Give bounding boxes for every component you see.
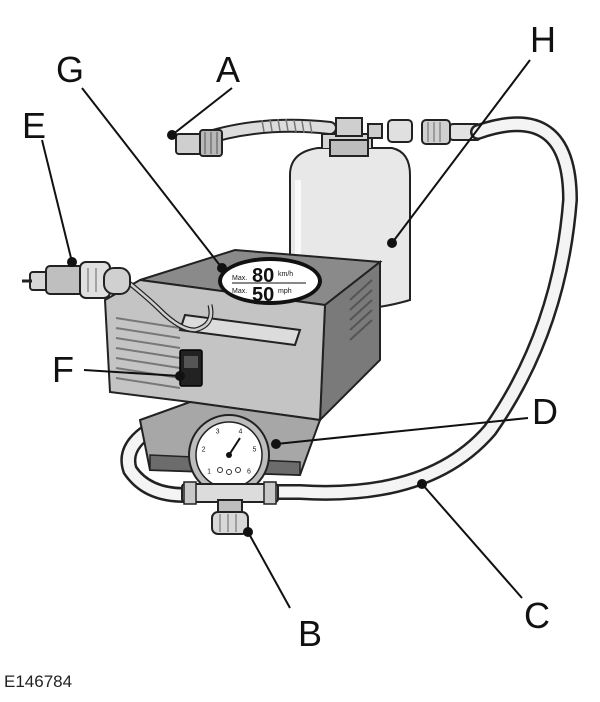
callout-labels: A B C D E F G H (22, 19, 558, 654)
callout-h: H (530, 19, 556, 60)
sticker-max-2: Max. (232, 288, 247, 295)
callout-b: B (298, 613, 322, 654)
leader-dot-d (271, 439, 281, 449)
sticker-unit-mph: mph (278, 288, 292, 295)
leader-b (247, 531, 291, 609)
leader-f (83, 369, 181, 377)
leader-dot-f (175, 371, 185, 381)
leader-h (391, 59, 531, 244)
valve-adapter-hose (175, 118, 481, 157)
speed-limit-sticker: Max. 80 km/h Max. 50 mph (218, 257, 322, 306)
leader-dot-a (167, 130, 177, 140)
leader-g (81, 87, 223, 269)
gauge-tick-label: 6 (247, 469, 251, 476)
sticker-unit-kmh: km/h (278, 271, 293, 278)
leader-a (171, 87, 233, 136)
on-off-switch (179, 349, 203, 387)
leader-e (41, 139, 73, 263)
gauge-tick-label: 3 (216, 429, 220, 436)
leader-dot-e (67, 257, 77, 267)
gauge-tick-label: 2 (202, 447, 206, 454)
pressure-release-valve (181, 481, 279, 535)
gauge-tick-label: 5 (252, 447, 256, 454)
pressure-gauge: 1 2 3 4 5 6 (188, 414, 270, 511)
callout-e: E (22, 105, 46, 146)
callout-g: G (56, 49, 84, 90)
leader-lines (41, 59, 531, 609)
callout-c: C (524, 595, 550, 636)
gauge-tick-label: 4 (238, 429, 242, 436)
leader-c (421, 483, 523, 599)
leader-dot-c (417, 479, 427, 489)
callout-a: A (216, 49, 240, 90)
leader-dot-g (217, 263, 227, 273)
figure-reference-code: E146784 (4, 672, 73, 691)
gauge-tick-label: 1 (207, 469, 211, 476)
power-plug (22, 261, 214, 333)
sticker-max-1: Max. (232, 275, 247, 282)
callout-f: F (52, 349, 74, 390)
callout-d: D (532, 391, 558, 432)
leader-dot-h (387, 238, 397, 248)
leader-dot-b (243, 527, 253, 537)
leader-d (275, 417, 529, 445)
sticker-speed-kmh: 80 (252, 265, 274, 287)
gauge-ticks: 1 2 3 4 5 6 (202, 429, 257, 476)
sticker-speed-mph: 50 (252, 284, 274, 306)
